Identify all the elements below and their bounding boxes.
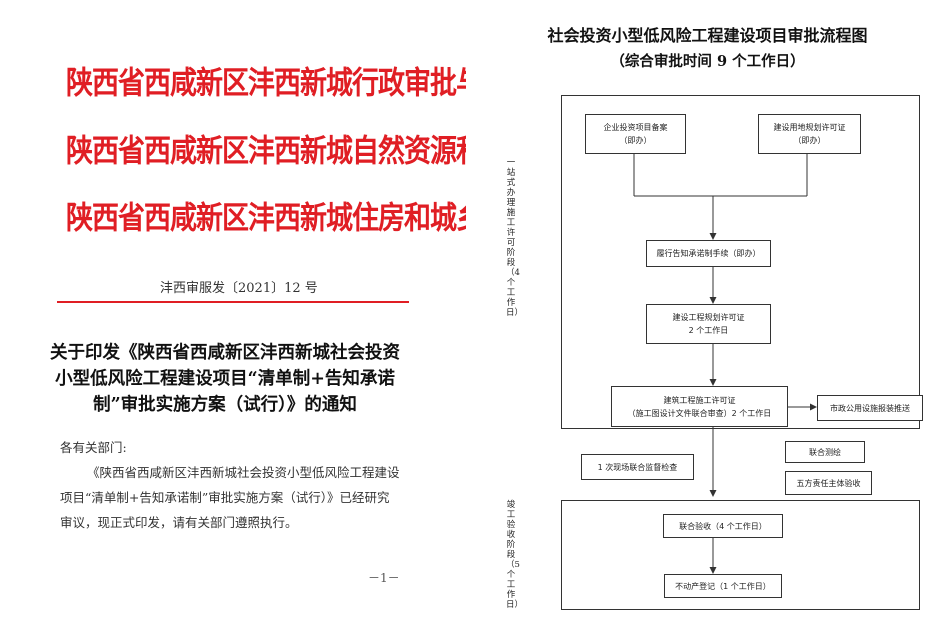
- body-line: 项目“清单制+告知承诺制”审批实施方案（试行）》已经研究: [60, 490, 390, 505]
- document-page: 陕西省西咸新区沣西新城行政审批与政务服务局 陕西省西咸新区沣西新城自然资源和规划…: [0, 0, 613, 631]
- box-line: 市政公用设施报装推送: [830, 403, 910, 413]
- box-line: 联合测绘: [809, 447, 841, 457]
- box-project-filing: 企业投资项目备案 （即办）: [585, 114, 686, 154]
- box-site-inspection: 1 次现场联合监督检查: [581, 454, 694, 480]
- document-title: 关于印发《陕西省西咸新区沣西新城社会投资 小型低风险工程建设项目“清单制+告知承…: [45, 340, 405, 418]
- box-land-use-permit: 建设用地规划许可证 （即办）: [758, 114, 861, 154]
- box-line: （即办）: [793, 136, 826, 145]
- box-planning-permit: 建设工程规划许可证 2 个工作日: [646, 304, 771, 344]
- box-property-registration: 不动产登记（1 个工作日）: [664, 574, 782, 598]
- box-line: 企业投资项目备案: [603, 123, 668, 132]
- red-divider: [57, 301, 409, 303]
- title-line: 关于印发《陕西省西咸新区沣西新城社会投资: [50, 343, 400, 363]
- stage-1-label: 一站式办理施工许可阶段（4个工作日）: [506, 158, 524, 318]
- box-line: 五方责任主体验收: [796, 478, 861, 488]
- flowchart-page: 社会投资小型低风险工程建设项目审批流程图 （综合审批时间 9 个工作日） 一站式…: [466, 0, 949, 631]
- box-line: （即办）: [619, 136, 652, 145]
- body-line: 审议，现正式印发，请有关部门遵照执行。: [60, 515, 298, 530]
- box-line: （施工图设计文件联合审查）2 个工作日: [627, 408, 772, 418]
- box-five-party-acceptance: 五方责任主体验收: [785, 471, 872, 495]
- box-line: 2 个工作日: [688, 326, 729, 335]
- title-line: 小型低风险工程建设项目“清单制+告知承诺: [55, 369, 395, 389]
- box-line: 履行告知承诺制手续（即办）: [656, 249, 761, 258]
- box-line: 不动产登记（1 个工作日）: [675, 581, 771, 591]
- page-number: －1－: [368, 571, 400, 585]
- box-line: 1 次现场联合监督检查: [597, 462, 678, 472]
- title-line: 制”审批实施方案（试行）》的通知: [93, 395, 357, 415]
- box-construction-permit: 建筑工程施工许可证 （施工图设计文件联合审查）2 个工作日: [611, 386, 788, 427]
- stage-2-frame: [561, 500, 920, 610]
- box-line: 建设用地规划许可证: [773, 123, 846, 132]
- flowchart-subtitle: （综合审批时间 9 个工作日）: [610, 53, 805, 70]
- document-number: 沣西审服发〔2021〕12 号: [160, 281, 318, 296]
- box-line: 联合验收（4 个工作日）: [679, 521, 767, 531]
- box-notice-commitment: 履行告知承诺制手续（即办）: [646, 240, 771, 267]
- body-line: 《陕西省西咸新区沣西新城社会投资小型低风险工程建设: [87, 465, 400, 480]
- box-line: 建筑工程施工许可证: [663, 395, 736, 405]
- box-joint-acceptance: 联合验收（4 个工作日）: [663, 514, 783, 538]
- box-line: 建设工程规划许可证: [672, 313, 745, 322]
- box-joint-survey: 联合测绘: [785, 441, 865, 463]
- salutation: 各有关部门:: [60, 440, 127, 455]
- flow-connectors: [633, 153, 817, 574]
- flowchart-title: 社会投资小型低风险工程建设项目审批流程图: [547, 26, 868, 45]
- box-utility-push: 市政公用设施报装推送: [817, 395, 923, 421]
- stage-1-frame: [561, 95, 920, 429]
- stage-2-label: 竣工验收阶段（5个工作日）: [506, 500, 524, 610]
